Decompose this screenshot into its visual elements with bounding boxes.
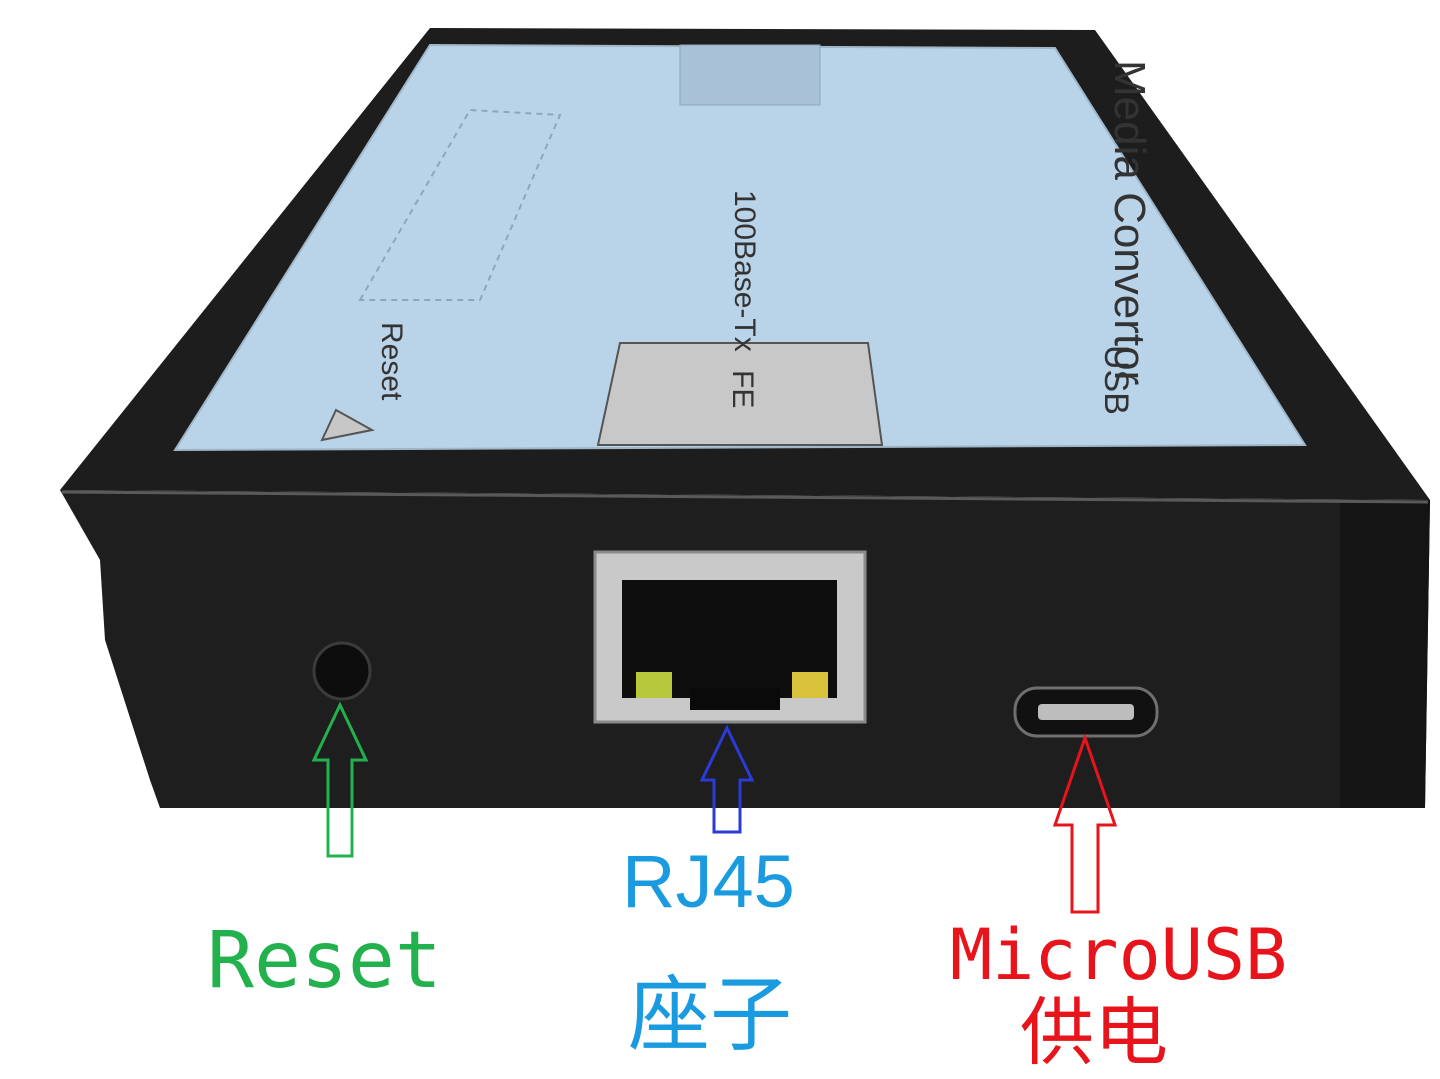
label-fe: FE — [726, 370, 759, 408]
rj45-caption: RJ45 — [622, 840, 795, 923]
microusb-slot — [1038, 704, 1134, 720]
case-front-shade — [1340, 500, 1430, 808]
reset-triangle-icon — [320, 408, 375, 442]
reset-hole — [312, 641, 372, 701]
usb-caption: MicroUSB — [950, 914, 1288, 996]
usb-arrow-icon — [1052, 733, 1118, 914]
label-usb: USB — [1097, 345, 1135, 415]
label-title: Media Convertor — [1105, 60, 1154, 385]
label-sticker — [173, 43, 1307, 452]
label-reset: Reset — [375, 322, 408, 401]
rj45-latch — [690, 688, 780, 710]
reset-arrow-icon — [311, 701, 369, 858]
rj45-caption-2: 座子 — [628, 968, 793, 1063]
rj45-led-right — [792, 672, 828, 698]
rj45-arrow-icon — [699, 724, 755, 834]
case-edge-highlight — [61, 490, 1429, 504]
fe-box — [596, 342, 884, 446]
label-faint-graphic — [358, 108, 562, 301]
label-faint-box — [679, 44, 821, 106]
reset-caption: Reset — [207, 916, 442, 1006]
label-speed: 100Base-Tx — [728, 190, 761, 352]
usb-caption-2: 供电 — [1020, 990, 1168, 1076]
rj45-led-left — [636, 672, 672, 698]
